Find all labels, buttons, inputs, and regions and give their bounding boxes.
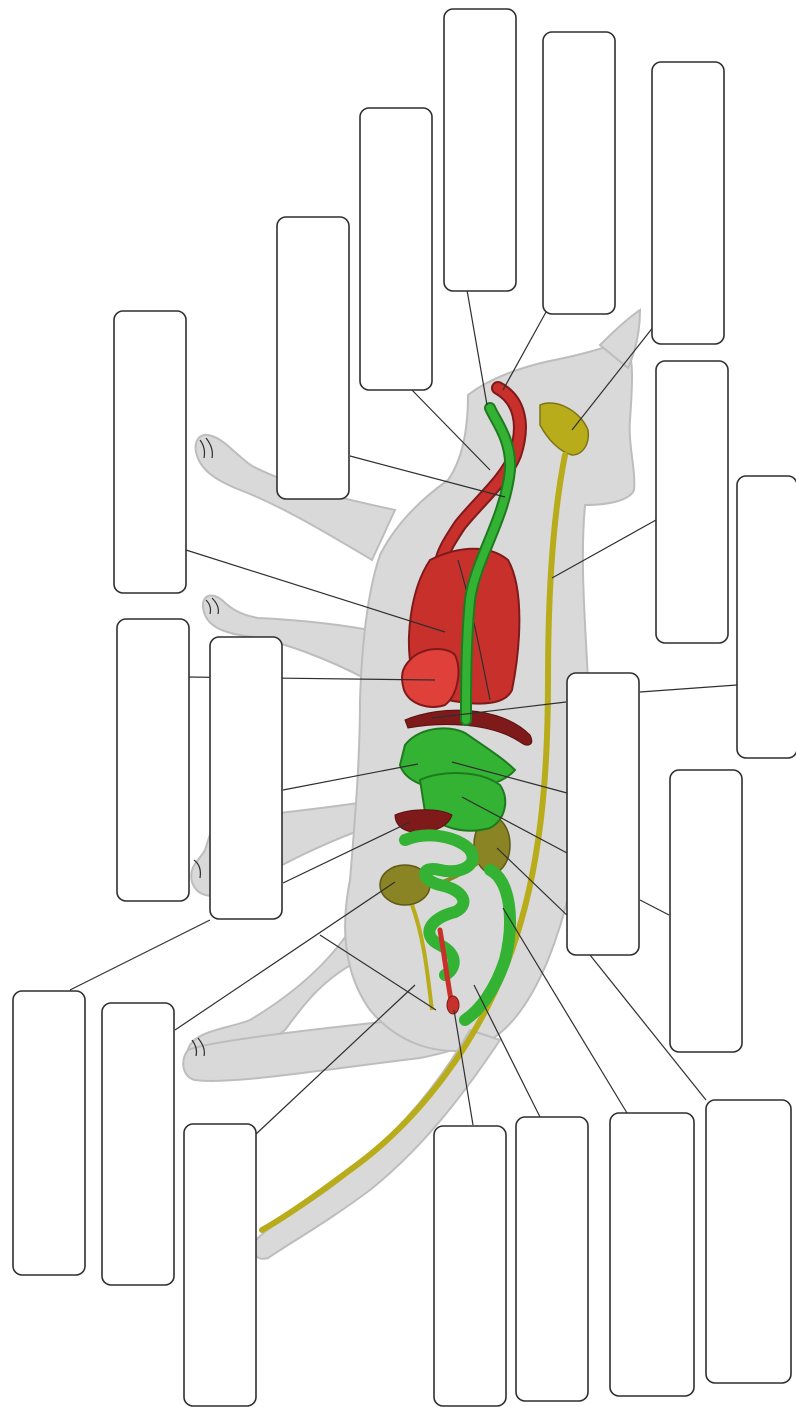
label-box-05[interactable] (277, 217, 349, 499)
label-box-01[interactable] (444, 9, 516, 291)
label-box-11[interactable] (567, 673, 639, 955)
label-box-frame[interactable] (210, 637, 282, 919)
label-box-frame[interactable] (567, 673, 639, 955)
label-box-16[interactable] (434, 1126, 506, 1406)
label-box-frame[interactable] (656, 361, 728, 643)
label-box-15[interactable] (184, 1124, 256, 1406)
label-box-frame[interactable] (652, 62, 724, 344)
label-box-frame[interactable] (737, 476, 796, 758)
label-box-19[interactable] (706, 1100, 791, 1383)
label-box-04[interactable] (360, 108, 432, 390)
label-box-frame[interactable] (444, 9, 516, 291)
label-box-frame[interactable] (13, 991, 85, 1275)
label-box-frame[interactable] (434, 1126, 506, 1406)
label-box-08[interactable] (117, 619, 189, 901)
label-box-03[interactable] (652, 62, 724, 344)
label-box-17[interactable] (516, 1117, 588, 1401)
label-box-frame[interactable] (706, 1100, 791, 1383)
label-box-frame[interactable] (670, 770, 742, 1052)
label-box-frame[interactable] (114, 311, 186, 593)
label-box-13[interactable] (13, 991, 85, 1275)
label-box-frame[interactable] (543, 32, 615, 314)
anus (447, 996, 459, 1014)
label-box-09[interactable] (210, 637, 282, 919)
label-box-frame[interactable] (610, 1113, 694, 1396)
label-box-frame[interactable] (277, 217, 349, 499)
label-box-07[interactable] (656, 361, 728, 643)
label-box-12[interactable] (670, 770, 742, 1052)
label-box-06[interactable] (114, 311, 186, 593)
label-box-18[interactable] (610, 1113, 694, 1396)
label-box-frame[interactable] (360, 108, 432, 390)
label-box-14[interactable] (102, 1003, 174, 1285)
label-box-frame[interactable] (102, 1003, 174, 1285)
label-box-02[interactable] (543, 32, 615, 314)
label-box-frame[interactable] (184, 1124, 256, 1406)
label-box-frame[interactable] (117, 619, 189, 901)
label-box-10[interactable] (737, 476, 796, 758)
label-box-frame[interactable] (516, 1117, 588, 1401)
